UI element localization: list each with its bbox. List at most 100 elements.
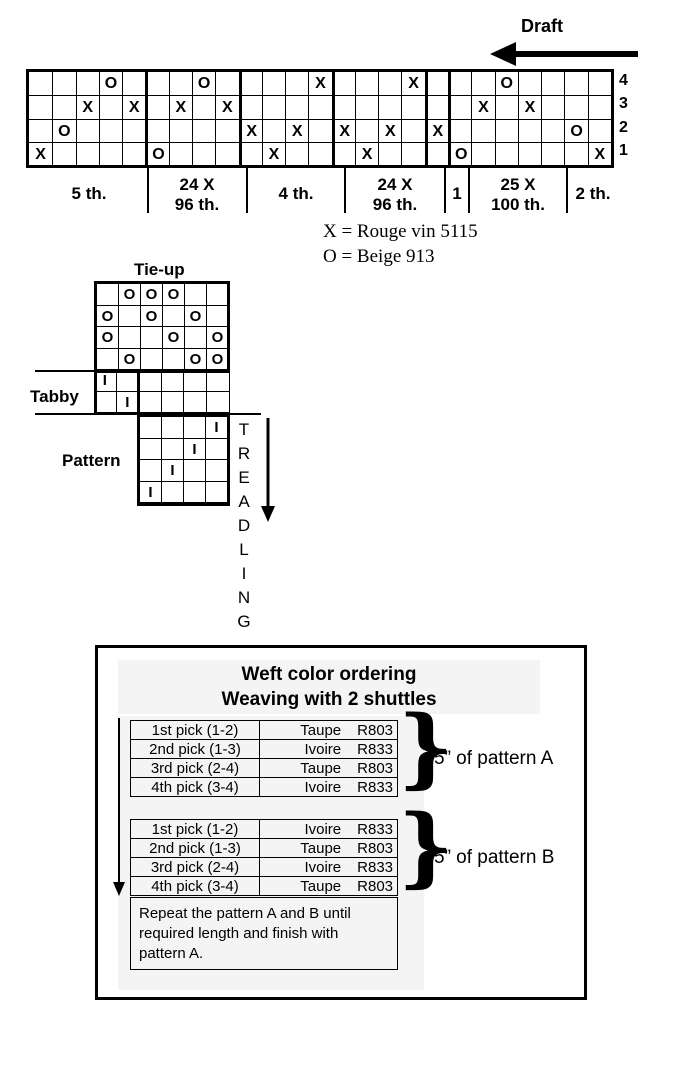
tieup-title: Tie-up [134, 260, 185, 279]
draft-cell [29, 118, 53, 142]
draft-cell [98, 141, 123, 165]
treadling-letter: R [237, 444, 251, 463]
tieup-cell [185, 327, 207, 349]
pattern-cell [140, 417, 162, 439]
weft-title: Weft color ordering [241, 664, 417, 685]
weft-order-panel [95, 645, 587, 1000]
pick-label: 2nd pick (1-3) [130, 739, 260, 759]
tabby-cell [207, 370, 230, 392]
draft-cell [354, 118, 379, 142]
draft-cell [471, 141, 495, 165]
draft-cell: X [261, 141, 286, 165]
yarn-name: Taupe [300, 877, 342, 895]
tieup-cell [141, 327, 163, 349]
tieup-cell: O [119, 284, 141, 306]
draft-cell [238, 72, 262, 96]
shaft-number: 3 [619, 95, 628, 113]
draft-cell: X [238, 118, 262, 142]
draft-cell: O [448, 141, 472, 165]
draft-cell [145, 72, 168, 96]
yarn-name: Taupe [300, 839, 342, 857]
yarn-name: Taupe [300, 759, 342, 777]
draft-cell [238, 141, 262, 165]
yarn-code: R803 [357, 877, 393, 895]
draft-cell [145, 95, 169, 119]
draft-cell: O [191, 72, 215, 96]
shaft-number: 1 [619, 141, 628, 159]
draft-cell [331, 141, 355, 165]
pattern-cell [162, 417, 184, 439]
draft-cell [564, 141, 588, 165]
treadling-letter: G [237, 612, 251, 631]
pattern-cell [206, 481, 228, 503]
draft-cell: X [168, 95, 192, 119]
draft-cell: X [471, 95, 495, 119]
draft-cell [191, 95, 216, 119]
draft-cell [122, 72, 145, 96]
draft-cell [308, 118, 332, 142]
pattern-b-brace: } [398, 796, 454, 897]
pattern-a-label: 5” of pattern A [434, 748, 554, 769]
tieup-cell [207, 284, 229, 306]
shaft-number: 4 [619, 72, 628, 89]
pattern-cell: I [140, 481, 162, 503]
draft-cell [75, 72, 99, 96]
draft-cell [52, 141, 76, 165]
pick-label: 3rd pick (2-4) [130, 758, 260, 778]
treadling-letter: L [239, 540, 249, 559]
tabby-cell [161, 391, 185, 413]
draft-cell [517, 72, 541, 96]
draft-cell [541, 95, 565, 119]
draft-cell [401, 118, 425, 142]
draft-cell [261, 118, 286, 142]
pick-label: 3rd pick (2-4) [130, 857, 260, 877]
tabby-cell [116, 370, 140, 392]
tieup-cell: O [185, 348, 207, 370]
pick-label: 2nd pick (1-3) [130, 838, 260, 858]
draft-cell [75, 118, 99, 142]
pick-color: Taupe R803 [259, 838, 398, 858]
draft-cell: X [331, 118, 355, 142]
draft-cell [587, 72, 611, 96]
tabby-cell [139, 370, 162, 392]
pattern-cell [162, 481, 184, 503]
draft-cell: O [494, 72, 518, 96]
yarn-code: R803 [357, 839, 393, 857]
draft-cell [517, 118, 542, 142]
tieup-cell: O [97, 305, 119, 327]
tieup-cell [97, 284, 119, 306]
tieup-cell [141, 348, 163, 370]
pattern-cell: I [162, 460, 184, 482]
draft-cell [494, 141, 518, 165]
pattern-label: Pattern [62, 451, 121, 470]
treadling-letter: D [237, 516, 251, 535]
draft-cell [448, 95, 472, 119]
shaft-number: 2 [619, 118, 628, 136]
pattern-cell [184, 417, 206, 439]
tieup-cell: O [163, 327, 185, 349]
tieup-cell [207, 305, 229, 327]
draft-cell [285, 141, 309, 165]
draft-cell: X [285, 118, 309, 142]
pick-label: 1st pick (1-2) [130, 720, 260, 740]
pick-color: Taupe R803 [259, 876, 398, 896]
draft-cell [168, 118, 192, 142]
draft-cell [168, 141, 192, 165]
draft-cell [191, 141, 216, 165]
yarn-code: R833 [357, 858, 393, 876]
treadling-arrow-icon [261, 418, 275, 522]
tieup-cell: O [97, 327, 119, 349]
draft-cell: X [401, 72, 424, 96]
treadling-letter: E [238, 468, 250, 487]
section-divider [468, 166, 470, 213]
pick-row: 2nd pick (1-3) Taupe R803 [130, 838, 398, 858]
